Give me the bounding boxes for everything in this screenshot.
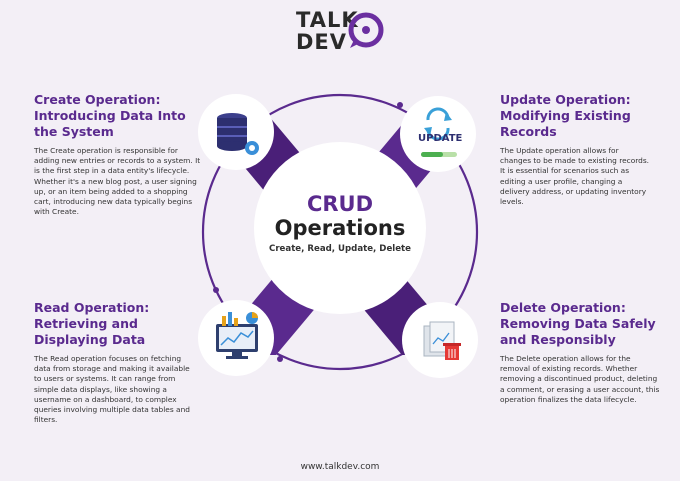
ring-dot-top: [397, 102, 403, 108]
section-delete: Delete Operation: Removing Data Safely a…: [500, 300, 660, 405]
section-read-title: Read Operation: Retrieving and Displayin…: [34, 300, 150, 347]
section-update: Update Operation: Modifying Existing Rec…: [500, 92, 650, 207]
center-title-operations: Operations: [274, 216, 406, 240]
section-create: Create Operation: Introducing Data Into …: [34, 92, 202, 217]
section-read-body: The Read operation focuses on fetching d…: [34, 354, 190, 425]
node-update: [400, 96, 476, 172]
center-subtitle: Create, Read, Update, Delete: [269, 244, 411, 254]
update-refresh-icon: [421, 107, 457, 157]
section-delete-title: Delete Operation: Removing Data Safely a…: [500, 300, 656, 347]
section-create-title: Create Operation: Introducing Data Into …: [34, 92, 186, 139]
ring-dot-left: [213, 287, 219, 293]
center-circle: [254, 142, 426, 314]
outer-ring: [201, 93, 479, 371]
update-badge-label: UPDATE: [418, 133, 463, 144]
logo-text-dev: DEV: [296, 30, 348, 54]
chat-bubble-logo-icon: [348, 12, 384, 48]
section-update-body: The Update operation allows for changes …: [500, 146, 650, 207]
logo-text-talk: TALK: [296, 8, 359, 32]
center-title-crud: CRUD: [306, 192, 374, 216]
section-update-title: Update Operation: Modifying Existing Rec…: [500, 92, 631, 139]
section-create-body: The Create operation is responsible for …: [34, 146, 201, 217]
monitor-chart-icon: [216, 312, 258, 359]
ring-dot-bottom: [277, 356, 283, 362]
database-gear-icon: [217, 113, 259, 155]
document-trash-icon: [423, 321, 461, 360]
section-read: Read Operation: Retrieving and Displayin…: [34, 300, 194, 425]
section-delete-body: The Delete operation allows for the remo…: [500, 354, 660, 404]
footer-url[interactable]: www.talkdev.com: [300, 462, 380, 472]
